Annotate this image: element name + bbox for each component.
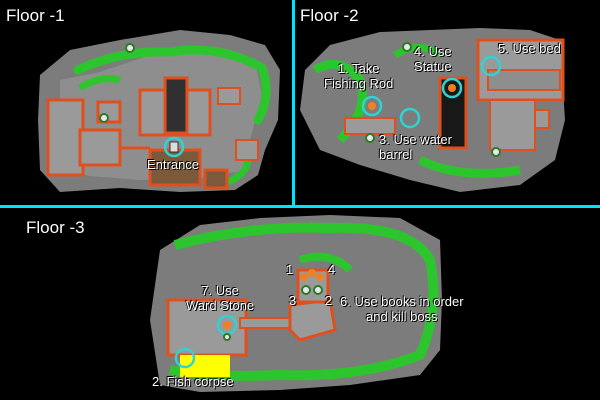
green-map-dot-icon	[99, 113, 109, 123]
label-book-1: 1	[286, 262, 294, 277]
map-marker-icon	[368, 102, 376, 110]
water-barrel-marker-icon	[399, 107, 421, 129]
book-marker-icon	[300, 273, 308, 281]
fishing-rod-marker-icon	[361, 95, 383, 117]
floor-title-minus-2: Floor -2	[300, 6, 359, 25]
floor-title-minus-1: Floor -1	[6, 6, 65, 25]
label-use-bed: 5. Use bed	[498, 41, 561, 56]
floor-divider-vertical	[292, 0, 295, 206]
floor-title-minus-3: Floor -3	[26, 218, 85, 237]
label-use-books: 6. Use books in order and kill boss	[340, 294, 464, 324]
green-map-dot-icon	[365, 133, 375, 143]
label-use-ward-stone: 7. Use Ward Stone	[186, 283, 255, 313]
label-use-water-barrel: 3. Use water barrel	[379, 132, 452, 162]
statue-marker-icon	[441, 77, 463, 99]
book-marker-icon	[313, 285, 323, 295]
label-fish-corpse: 2. Fish corpse	[152, 374, 234, 389]
label-book-3: 3	[289, 293, 297, 308]
green-map-dot-icon	[125, 43, 135, 53]
entrance-marker-icon	[163, 136, 185, 158]
floor-minus-3-map	[150, 215, 442, 392]
label-use-statue: 4. Use Statue	[414, 44, 452, 74]
map-marker-icon	[448, 84, 456, 92]
map-marker-icon	[223, 321, 231, 329]
bed-marker-icon	[480, 55, 502, 77]
label-entrance: Entrance	[147, 157, 200, 172]
book-marker-icon	[301, 285, 311, 295]
green-map-dot-icon	[491, 147, 501, 157]
label-take-fishing-rod: 1. Take Fishing Rod	[324, 61, 394, 91]
book-marker-icon	[308, 269, 316, 277]
label-book-4: 4	[328, 262, 336, 277]
green-map-dot-icon	[402, 42, 412, 52]
book-marker-icon	[316, 273, 324, 281]
floor-minus-2-map	[300, 28, 565, 192]
fish-corpse-marker-icon	[174, 347, 196, 369]
floor-divider-horizontal	[0, 205, 600, 208]
green-map-dot-icon	[223, 333, 231, 341]
floor-minus-1-map	[38, 30, 280, 192]
stairs-icon	[169, 141, 179, 153]
label-book-2: 2	[325, 293, 333, 308]
